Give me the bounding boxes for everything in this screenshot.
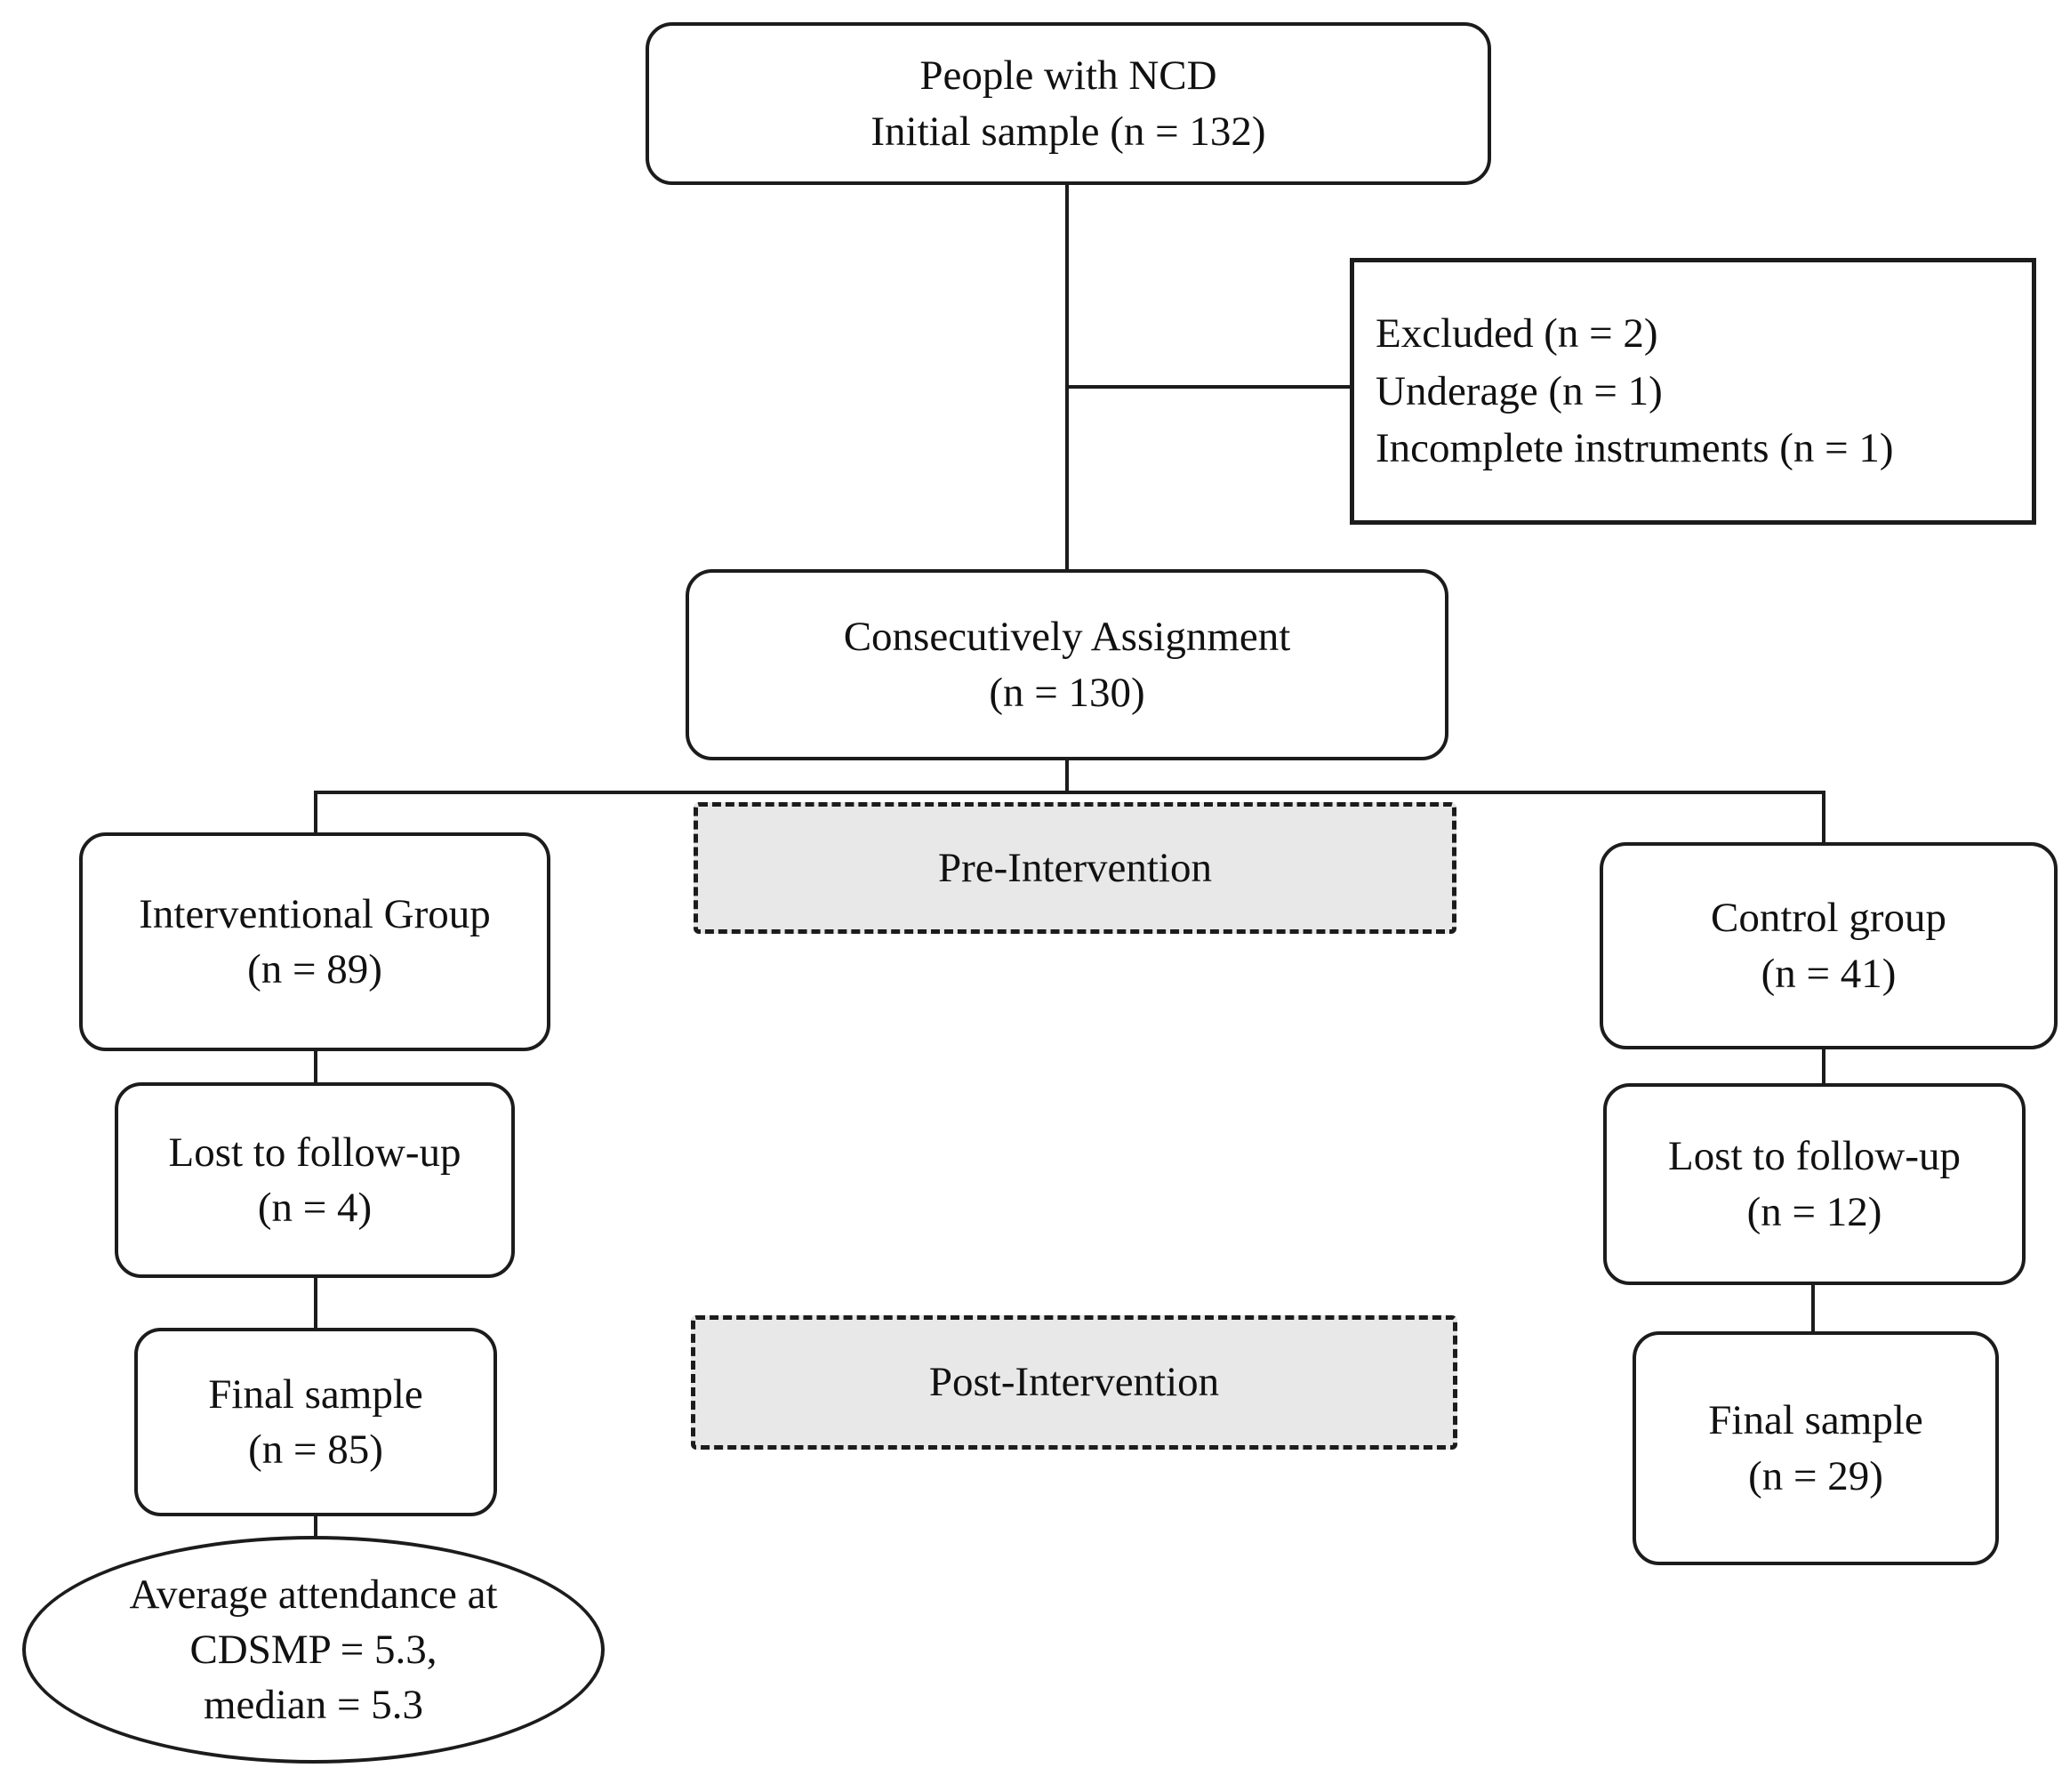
assignment-title: Consecutively Assignment [843,614,1291,661]
node-interventional-group: Interventional Group (n = 89) [79,832,550,1051]
node-excluded: Excluded (n = 2) Underage (n = 1) Incomp… [1350,258,2036,525]
control-count: (n = 41) [1761,950,1897,997]
excluded-line-3: Incomplete instruments (n = 1) [1376,425,1894,472]
connector-control-to-lost [1822,1048,1825,1086]
node-pre-intervention: Pre-Intervention [694,802,1456,934]
node-post-intervention: Post-Intervention [691,1315,1457,1450]
lost-left-title: Lost to follow-up [168,1129,461,1176]
node-lost-followup-interventional: Lost to follow-up (n = 4) [115,1082,515,1278]
node-assignment: Consecutively Assignment (n = 130) [686,569,1448,760]
interventional-title: Interventional Group [139,890,491,937]
connector-final-to-attendance [314,1515,317,1539]
final-right-title: Final sample [1708,1397,1923,1444]
lost-right-title: Lost to follow-up [1668,1133,1961,1180]
final-right-count: (n = 29) [1748,1452,1883,1499]
node-control-group: Control group (n = 41) [1600,842,2058,1049]
connector-branch-horizontal [314,791,1825,794]
attendance-line-2: CDSMP = 5.3, [189,1626,437,1673]
connector-branch-to-interventional [314,791,317,835]
final-left-title: Final sample [208,1370,423,1418]
connector-lost-to-final-left [314,1276,317,1330]
final-left-count: (n = 85) [248,1426,383,1473]
connector-interventional-to-lost [314,1049,317,1085]
connector-lost-to-final-right [1811,1283,1815,1334]
assignment-count: (n = 130) [989,669,1145,716]
initial-sample-count: Initial sample (n = 132) [871,108,1266,155]
node-lost-followup-control: Lost to follow-up (n = 12) [1603,1083,2026,1285]
attendance-line-3: median = 5.3 [203,1682,424,1729]
connector-initial-to-assignment [1065,183,1069,573]
initial-sample-title: People with NCD [919,52,1217,100]
attendance-line-1: Average attendance at [129,1571,498,1618]
excluded-line-2: Underage (n = 1) [1376,367,1663,414]
post-intervention-label: Post-Intervention [928,1359,1220,1406]
pre-intervention-label: Pre-Intervention [937,844,1212,891]
node-average-attendance: Average attendance at CDSMP = 5.3, media… [22,1536,605,1764]
connector-trunk-to-excluded [1067,385,1353,389]
node-final-sample-interventional: Final sample (n = 85) [134,1328,497,1516]
lost-left-count: (n = 4) [257,1185,373,1231]
connector-branch-to-control [1822,791,1825,845]
node-initial-sample: People with NCD Initial sample (n = 132) [646,22,1491,185]
connector-assignment-to-branch [1065,759,1069,794]
lost-right-count: (n = 12) [1746,1188,1882,1235]
interventional-count: (n = 89) [247,946,382,992]
node-final-sample-control: Final sample (n = 29) [1633,1331,1999,1565]
control-title: Control group [1710,895,1947,942]
excluded-line-1: Excluded (n = 2) [1376,309,1658,357]
